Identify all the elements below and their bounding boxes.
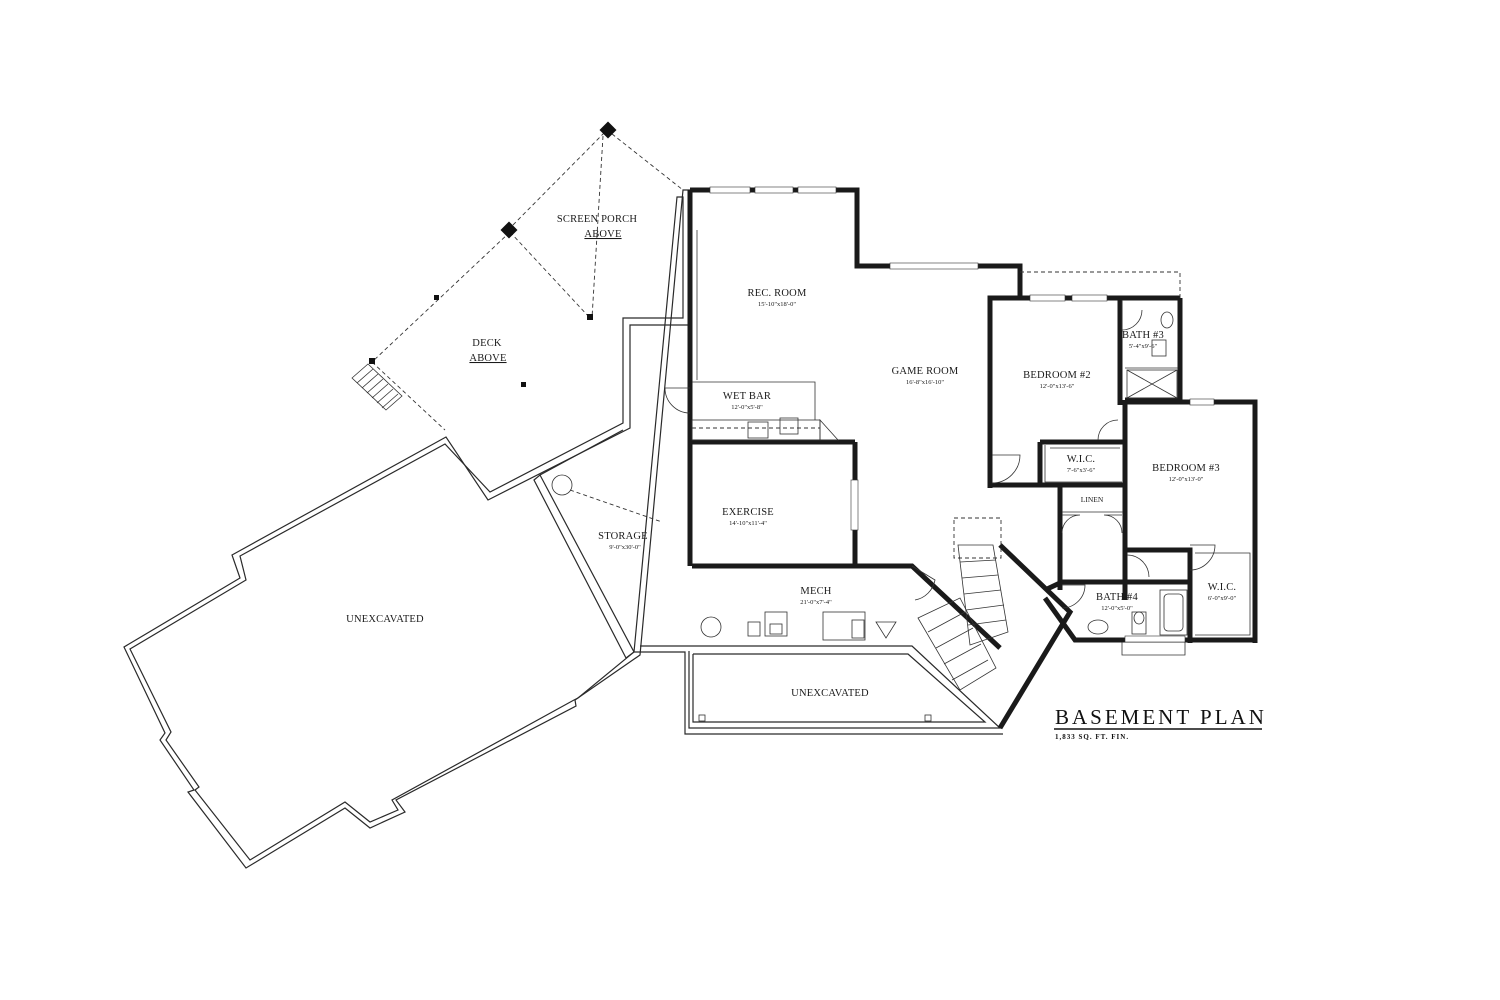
label-mech: MECH 21'-0"x7'-4" <box>800 586 832 606</box>
porch-post <box>599 121 617 139</box>
label-game-room: GAME ROOM 16'-8"x16'-10" <box>892 366 959 386</box>
wet-bar-name: WET BAR <box>723 391 771 402</box>
bedroom3-name: BEDROOM #3 <box>1152 463 1220 474</box>
linen-label: LINEN <box>1081 495 1104 504</box>
mech-dim: 21'-0"x7'-4" <box>800 599 832 606</box>
main-walls <box>687 187 1258 730</box>
exercise-dim: 14'-10"x11'-4" <box>729 520 767 527</box>
plan-title: BASEMENT PLAN <box>1055 705 1267 729</box>
deck-label: DECK <box>472 338 502 349</box>
stairs <box>917 517 1009 691</box>
unexcavated-left-label: UNEXCAVATED <box>346 614 424 625</box>
deck-stair <box>351 363 403 411</box>
screen-porch-label: SCREEN PORCH <box>557 214 638 225</box>
porch-post <box>500 221 518 239</box>
wet-bar-counter <box>691 381 839 441</box>
label-storage: STORAGE 9'-0"x30'-0" <box>598 531 648 551</box>
foundation-walls-left <box>123 189 691 869</box>
bath3-dim: 5'-4"x9'-6" <box>1129 343 1158 350</box>
plan-area-subtitle: 1,833 SQ. FT. FIN. <box>1055 733 1129 741</box>
bedroom2-dim: 12'-0"x13'-6" <box>1040 383 1075 390</box>
bath4-dim: 12'-0"x5'-0" <box>1101 605 1133 612</box>
dashed-upper-outline <box>696 230 1181 380</box>
bath4-name: BATH #4 <box>1096 592 1138 603</box>
label-wet-bar: WET BAR 12'-0"x5'-8" <box>723 391 771 411</box>
game-room-name: GAME ROOM <box>892 366 959 377</box>
bath-fixtures <box>1044 311 1251 636</box>
porch-post <box>587 314 593 320</box>
bath3-name: BATH #3 <box>1122 330 1164 341</box>
bedroom2-name: BEDROOM #2 <box>1023 370 1091 381</box>
label-bath4: BATH #4 12'-0"x5'-0" <box>1096 592 1138 612</box>
storage-fixtures <box>551 474 663 523</box>
screen-porch-above-label: ABOVE <box>584 229 621 240</box>
deck-post <box>369 358 375 364</box>
label-bedroom2: BEDROOM #2 12'-0"x13'-6" <box>1023 370 1091 390</box>
label-wic1: W.I.C. 7'-6"x3'-6" <box>1067 454 1096 474</box>
wic1-name: W.I.C. <box>1067 454 1096 465</box>
wic2-name: W.I.C. <box>1208 582 1237 593</box>
wic1-dim: 7'-6"x3'-6" <box>1067 467 1096 474</box>
mech-name: MECH <box>800 586 831 597</box>
label-exercise: EXERCISE 14'-10"x11'-4" <box>722 507 774 527</box>
deck-post <box>521 382 526 387</box>
doors <box>664 300 1216 609</box>
screen-porch-outline <box>351 121 684 431</box>
wet-bar-dim: 12'-0"x5'-8" <box>731 404 763 411</box>
windows <box>709 186 1215 656</box>
label-bath3: BATH #3 5'-4"x9'-6" <box>1122 330 1164 350</box>
unexcavated-bottom-label: UNEXCAVATED <box>791 688 869 699</box>
wic2-dim: 6'-0"x9'-0" <box>1208 595 1237 602</box>
title-block: BASEMENT PLAN 1,833 SQ. FT. FIN. <box>1054 705 1267 741</box>
label-bedroom3: BEDROOM #3 12'-0"x13'-0" <box>1152 463 1220 483</box>
label-deck: DECK ABOVE <box>469 338 506 364</box>
label-rec-room: REC. ROOM 15'-10"x18'-0" <box>748 288 807 308</box>
storage-name: STORAGE <box>598 531 648 542</box>
game-room-dim: 16'-8"x16'-10" <box>906 379 944 386</box>
exercise-name: EXERCISE <box>722 507 774 518</box>
rec-room-dim: 15'-10"x18'-0" <box>758 301 796 308</box>
storage-dim: 9'-0"x30'-0" <box>609 544 641 551</box>
deck-post <box>434 295 439 300</box>
deck-above-label: ABOVE <box>469 353 506 364</box>
rec-room-name: REC. ROOM <box>748 288 807 299</box>
bedroom3-dim: 12'-0"x13'-0" <box>1169 476 1204 483</box>
label-wic2: W.I.C. 6'-0"x9'-0" <box>1208 582 1237 602</box>
mech-equipment <box>700 611 897 641</box>
label-screen-porch: SCREEN PORCH ABOVE <box>557 214 638 240</box>
